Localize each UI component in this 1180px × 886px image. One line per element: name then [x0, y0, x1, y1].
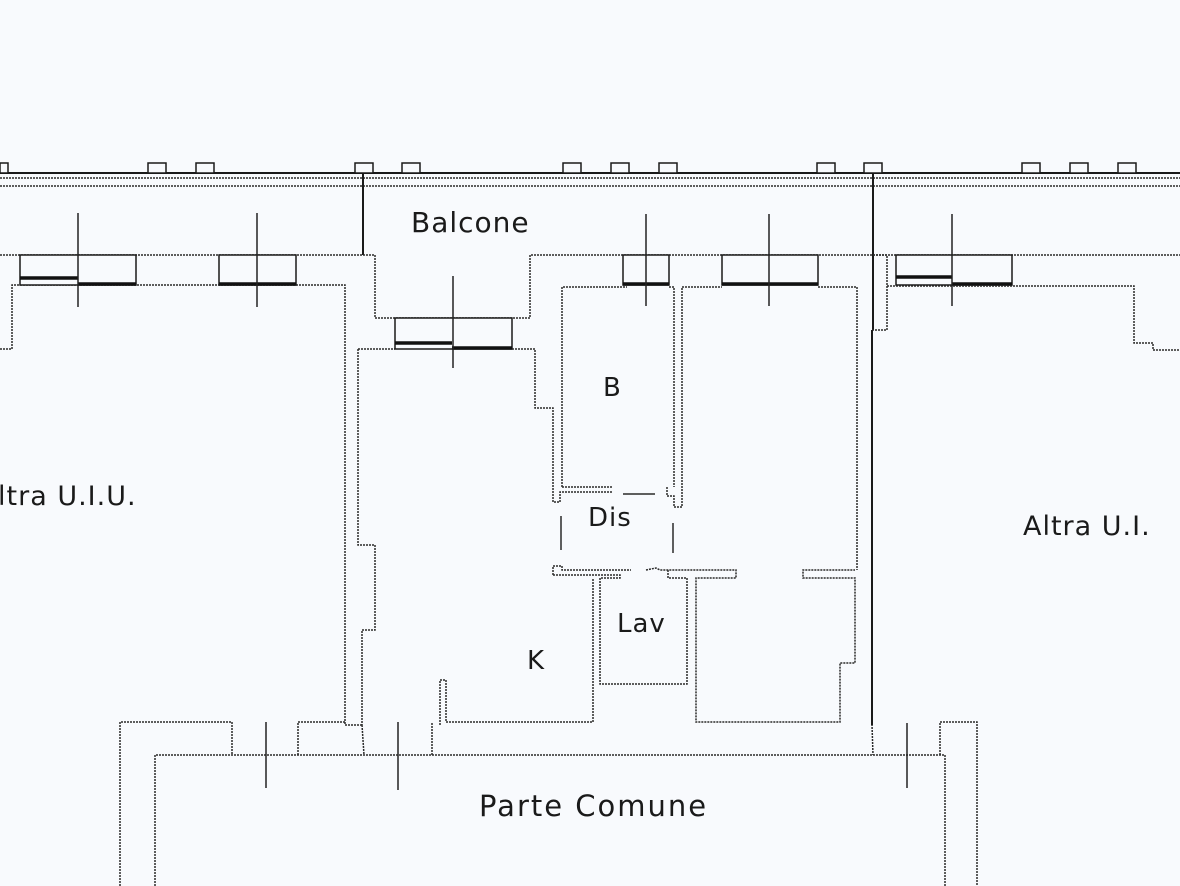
- balcony-railing: [0, 162, 1180, 187]
- room-label-balcone: Balcone: [411, 206, 530, 239]
- room-label-bagno: B: [603, 373, 621, 403]
- room-label-lavanderia: Lav: [617, 609, 666, 639]
- room-label-altra-uiu-right: Altra U.I.: [1023, 511, 1151, 542]
- room-label-cucina: K: [527, 646, 545, 676]
- room-label-altra-uiu-left: ltra U.I.U.: [0, 481, 137, 512]
- room-label-disimpegno: Dis: [588, 503, 632, 533]
- room-label-parte-comune: Parte Comune: [479, 789, 709, 823]
